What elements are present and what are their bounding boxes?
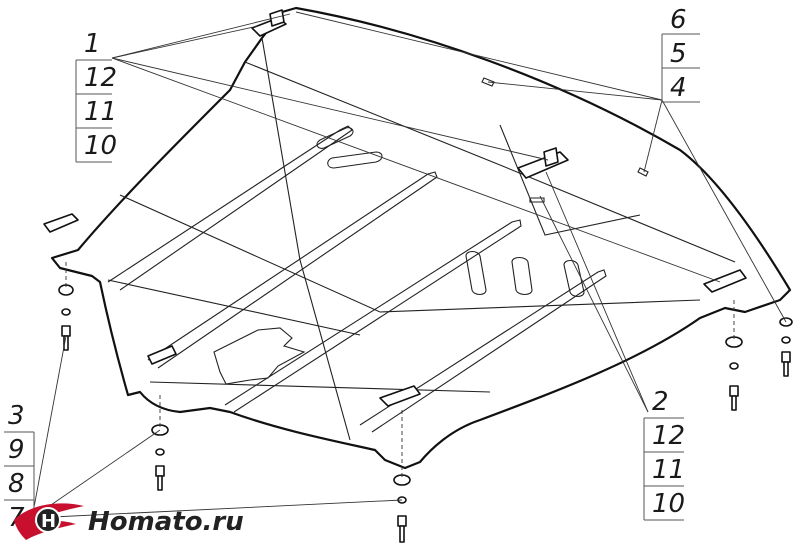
leader-line — [295, 11, 663, 101]
logo-emblem-icon — [35, 507, 61, 533]
leader-line — [111, 57, 721, 283]
stiffening-rib — [359, 269, 607, 433]
callout-stack-right-bottom: 2 12 11 10 — [643, 387, 685, 521]
oval-slot — [327, 151, 383, 169]
mount-slot — [529, 197, 545, 203]
oval-slot — [316, 127, 354, 149]
mounting-bracket — [379, 385, 421, 407]
drain-hole — [563, 259, 585, 298]
mounting-bracket — [543, 147, 559, 167]
callout-label: 12 — [652, 421, 685, 451]
logo-text: Homato.ru — [88, 507, 244, 537]
logo-emblem-letter: H — [41, 511, 56, 532]
mount-slot — [637, 167, 649, 177]
mount-slot — [481, 77, 495, 87]
callout-label: 1 — [84, 29, 101, 59]
homato-logo: H Homato.ru — [14, 503, 244, 540]
callout-label: 3 — [8, 401, 25, 431]
leader-line — [111, 57, 549, 161]
drain-hole — [465, 250, 487, 296]
callout-stack-right-top: 6 5 4 — [661, 5, 700, 103]
bolt-stack — [725, 336, 743, 411]
skid-plate-body — [50, 6, 792, 470]
leader-line — [111, 13, 291, 59]
leader-line — [31, 429, 161, 519]
stiffening-rib — [224, 219, 522, 413]
callout-label: 10 — [84, 131, 117, 161]
panel-bend-line — [119, 194, 701, 313]
callout-label: 12 — [84, 63, 117, 93]
leader-line — [539, 195, 649, 413]
leader-line — [31, 335, 67, 519]
mounting-bracket — [703, 269, 747, 293]
leader-line — [487, 81, 663, 101]
leader-line — [545, 171, 649, 413]
bolt-stack — [779, 317, 793, 377]
callout-stack-left-bottom: 3 9 8 7 — [4, 401, 35, 534]
mounting-bracket — [147, 345, 177, 365]
drain-hole — [511, 256, 533, 296]
callout-label: 9 — [8, 435, 25, 465]
callout-label: 8 — [8, 469, 25, 499]
mounting-bracket — [269, 9, 285, 27]
callout-stack-left-top: 1 12 11 10 — [75, 29, 117, 163]
service-hatch — [213, 327, 306, 385]
callout-label: 10 — [652, 489, 685, 519]
bolt-stack — [58, 284, 74, 351]
callout-label: 2 — [652, 387, 669, 417]
bolt-stack — [151, 424, 169, 491]
panel-bend-line — [149, 381, 491, 393]
leader-line — [31, 499, 403, 519]
mounting-bracket — [43, 213, 79, 233]
leader-line — [111, 25, 259, 59]
panel-bend-line — [261, 37, 351, 441]
panel-bend-line — [499, 124, 641, 236]
panel-bend-line — [244, 61, 736, 263]
callout-label: 4 — [670, 73, 687, 103]
callout-label: 5 — [670, 39, 687, 69]
callout-label: 11 — [84, 97, 117, 127]
stiffening-rib — [107, 125, 353, 291]
callout-label: 6 — [670, 5, 687, 35]
callout-label: 11 — [652, 455, 685, 485]
leader-line — [643, 99, 663, 173]
leader-line — [661, 99, 787, 323]
bolt-stack — [393, 474, 411, 543]
stiffening-rib — [147, 171, 438, 369]
